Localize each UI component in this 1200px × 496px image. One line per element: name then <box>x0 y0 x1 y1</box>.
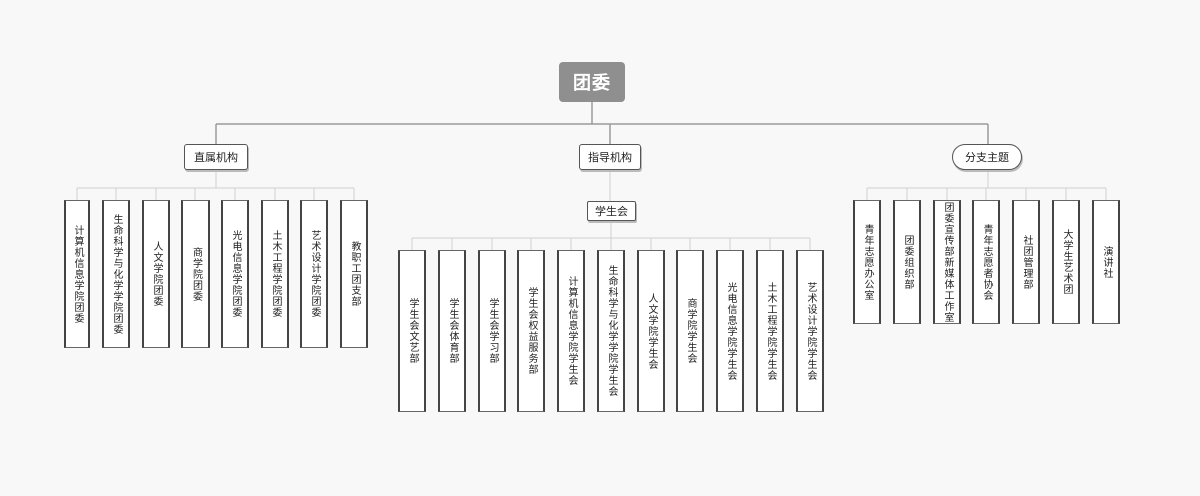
leaf-su-1[interactable]: 学生会体育部 <box>438 250 466 412</box>
student-union-node[interactable]: 学生会 <box>587 201 636 221</box>
leaf-sub-0[interactable]: 青年志愿办公室 <box>853 200 881 324</box>
leaf-sub-4[interactable]: 社团管理部 <box>1012 200 1040 324</box>
leaf-direct-5[interactable]: 土木工程学院团委 <box>261 200 289 348</box>
leaf-su-2[interactable]: 学生会学习部 <box>478 250 506 412</box>
leaf-sub-6[interactable]: 演讲社 <box>1092 200 1120 324</box>
leaf-sub-3[interactable]: 青年志愿者协会 <box>972 200 1000 324</box>
leaf-sub-5[interactable]: 大学生艺术团 <box>1052 200 1080 324</box>
leaf-su-10[interactable]: 艺术设计学院学生会 <box>796 250 824 412</box>
leaf-su-7[interactable]: 商学院学生会 <box>676 250 704 412</box>
leaf-direct-3[interactable]: 商学院团委 <box>181 200 210 348</box>
leaf-su-5[interactable]: 生命科学与化学学院学生会 <box>597 250 625 412</box>
branch-guidance[interactable]: 指导机构 <box>579 144 641 170</box>
leaf-su-6[interactable]: 人文学院学生会 <box>637 250 665 412</box>
leaf-direct-0[interactable]: 计算机信息学院团委 <box>64 200 90 348</box>
branch-direct[interactable]: 直属机构 <box>184 144 248 170</box>
leaf-su-9[interactable]: 土木工程学院学生会 <box>756 250 784 412</box>
leaf-su-0[interactable]: 学生会文艺部 <box>398 250 426 412</box>
branch-subtopics[interactable]: 分支主题 <box>952 144 1022 170</box>
leaf-direct-6[interactable]: 艺术设计学院团委 <box>300 200 328 348</box>
leaf-direct-4[interactable]: 光电信息学院团委 <box>221 200 249 348</box>
leaf-direct-7[interactable]: 教职工团支部 <box>340 200 368 348</box>
leaf-sub-2[interactable]: 团委宣传部新媒体工作室 <box>933 200 961 324</box>
leaf-direct-1[interactable]: 生命科学与化学学院团委 <box>102 200 130 348</box>
leaf-direct-2[interactable]: 人文学院团委 <box>142 200 170 348</box>
root-node[interactable]: 团委 <box>559 62 625 102</box>
leaf-sub-1[interactable]: 团委组织部 <box>893 200 921 324</box>
leaf-su-4[interactable]: 计算机信息学院学生会 <box>557 250 585 412</box>
leaf-su-3[interactable]: 学生会权益服务部 <box>517 250 545 412</box>
leaf-su-8[interactable]: 光电信息学院学生会 <box>716 250 744 412</box>
